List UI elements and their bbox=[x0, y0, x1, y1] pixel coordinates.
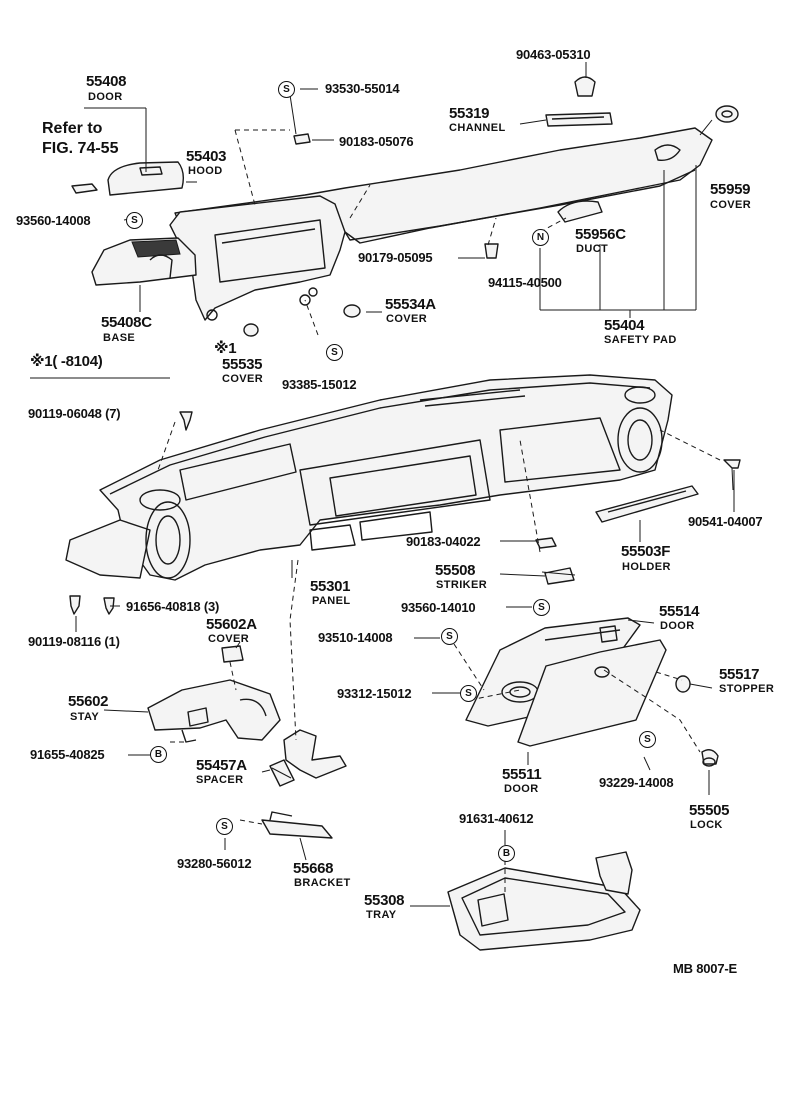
part-name-55508: STRIKER bbox=[436, 579, 488, 591]
part-name-55956c: DUCT bbox=[576, 243, 609, 255]
striker-drawing bbox=[535, 537, 576, 585]
part-number-55535: 55535 bbox=[222, 356, 263, 373]
code-93385-15012: 93385-15012 bbox=[282, 377, 357, 392]
part-name-55403: HOOD bbox=[188, 165, 223, 177]
part-name-55534a: COVER bbox=[386, 313, 428, 325]
part-number-55602: 55602 bbox=[68, 693, 109, 710]
part-number-55668: 55668 bbox=[293, 860, 334, 877]
part-name-55301: PANEL bbox=[312, 595, 351, 607]
code-93510-14008: 93510-14008 bbox=[318, 630, 393, 645]
part-number-55408: 55408 bbox=[86, 73, 127, 90]
marker-n-94115: N bbox=[532, 229, 549, 246]
part-number-55457a: 55457A bbox=[196, 757, 247, 774]
code-93312-15012: 93312-15012 bbox=[337, 686, 412, 701]
marker-s-93385: S bbox=[326, 344, 343, 361]
part-number-55308: 55308 bbox=[364, 892, 405, 909]
marker-s-93560-14008: S bbox=[126, 212, 143, 229]
marker-s-93312: S bbox=[460, 685, 477, 702]
code-91656-40818: 91656-40818 (3) bbox=[126, 599, 220, 614]
note-mark: ※1 bbox=[214, 340, 237, 357]
part-name-55408c: BASE bbox=[103, 332, 136, 344]
part-name-55503f: HOLDER bbox=[622, 561, 671, 573]
part-name-55511: DOOR bbox=[504, 783, 539, 795]
marker-s-93229: S bbox=[639, 731, 656, 748]
part-number-55517: 55517 bbox=[719, 666, 760, 683]
part-name-55404: SAFETY PAD bbox=[604, 334, 677, 346]
reference-line-2: FIG. 74-55 bbox=[42, 140, 119, 157]
holder-drawing bbox=[595, 485, 699, 523]
spacer-drawing bbox=[269, 759, 295, 787]
part-name-55517: STOPPER bbox=[719, 683, 775, 695]
lock-stopper-drawing bbox=[675, 675, 719, 767]
base-55408c-drawing bbox=[91, 237, 197, 286]
part-name-55308: TRAY bbox=[366, 909, 397, 921]
code-93560-14010: 93560-14010 bbox=[401, 600, 476, 615]
part-name-55602: STAY bbox=[70, 711, 100, 723]
code-91631-40612: 91631-40612 bbox=[459, 811, 534, 826]
part-number-55956c: 55956C bbox=[575, 226, 626, 243]
part-name-55959: COVER bbox=[710, 199, 752, 211]
part-number-55602a: 55602A bbox=[206, 616, 257, 633]
part-number-55514: 55514 bbox=[659, 603, 700, 620]
door-55511-drawing bbox=[517, 639, 667, 747]
part-number-55408c: 55408C bbox=[101, 314, 152, 331]
part-name-55668: BRACKET bbox=[294, 877, 351, 889]
code-90183-04022: 90183-04022 bbox=[406, 534, 481, 549]
tray-drawing bbox=[447, 851, 641, 951]
code-90119-06048: 90119-06048 (7) bbox=[28, 406, 121, 421]
marker-s-93560-14010: S bbox=[533, 599, 550, 616]
part-number-55301: 55301 bbox=[310, 578, 351, 595]
marker-s-93530: S bbox=[278, 81, 295, 98]
part-name-55514: DOOR bbox=[660, 620, 695, 632]
part-number-55505: 55505 bbox=[689, 802, 730, 819]
marker-s-93510: S bbox=[441, 628, 458, 645]
bracket-drawing bbox=[261, 729, 347, 839]
leader-lines bbox=[75, 62, 735, 907]
code-90179-05095: 90179-05095 bbox=[358, 250, 433, 265]
part-number-55534a: 55534A bbox=[385, 296, 436, 313]
small-parts-upper bbox=[243, 76, 739, 337]
part-number-55403: 55403 bbox=[186, 148, 227, 165]
code-94115-40500: 94115-40500 bbox=[488, 275, 562, 290]
marker-b-91655: B bbox=[150, 746, 167, 763]
part-name-55457a: SPACER bbox=[196, 774, 244, 786]
code-93560-14008: 93560-14008 bbox=[16, 213, 91, 228]
note-range: ※1( -8104) bbox=[30, 353, 103, 370]
code-93229-14008: 93229-14008 bbox=[599, 775, 674, 790]
part-name-55408: DOOR bbox=[88, 91, 123, 103]
instrument-panel-drawing bbox=[65, 374, 673, 581]
part-number-55503f: 55503F bbox=[621, 543, 671, 560]
diagram-code: MB 8007-E bbox=[673, 961, 737, 976]
panel-fasteners bbox=[69, 411, 741, 615]
code-90541-04007: 90541-04007 bbox=[688, 514, 763, 529]
part-number-55319: 55319 bbox=[449, 105, 490, 122]
hood-drawing bbox=[169, 195, 346, 321]
stay-drawing bbox=[147, 645, 281, 743]
part-number-55511: 55511 bbox=[502, 766, 542, 783]
part-number-55404: 55404 bbox=[604, 317, 645, 334]
part-number-55508: 55508 bbox=[435, 562, 476, 579]
code-93530-55014: 93530-55014 bbox=[325, 81, 400, 96]
code-90119-08116: 90119-08116 (1) bbox=[28, 634, 120, 649]
door-55408-drawing bbox=[71, 161, 185, 196]
code-90183-05076: 90183-05076 bbox=[339, 134, 414, 149]
marker-b-91631: B bbox=[498, 845, 515, 862]
part-name-55319: CHANNEL bbox=[449, 122, 506, 134]
marker-s-93280: S bbox=[216, 818, 233, 835]
code-90463-05310: 90463-05310 bbox=[516, 47, 591, 62]
part-name-55535: COVER bbox=[222, 373, 264, 385]
part-name-55505: LOCK bbox=[690, 819, 723, 831]
part-number-55959: 55959 bbox=[710, 181, 751, 198]
code-91655-40825: 91655-40825 bbox=[30, 747, 105, 762]
reference-line-1: Refer to bbox=[42, 120, 103, 137]
part-name-55602a: COVER bbox=[208, 633, 250, 645]
code-93280-56012: 93280-56012 bbox=[177, 856, 252, 871]
